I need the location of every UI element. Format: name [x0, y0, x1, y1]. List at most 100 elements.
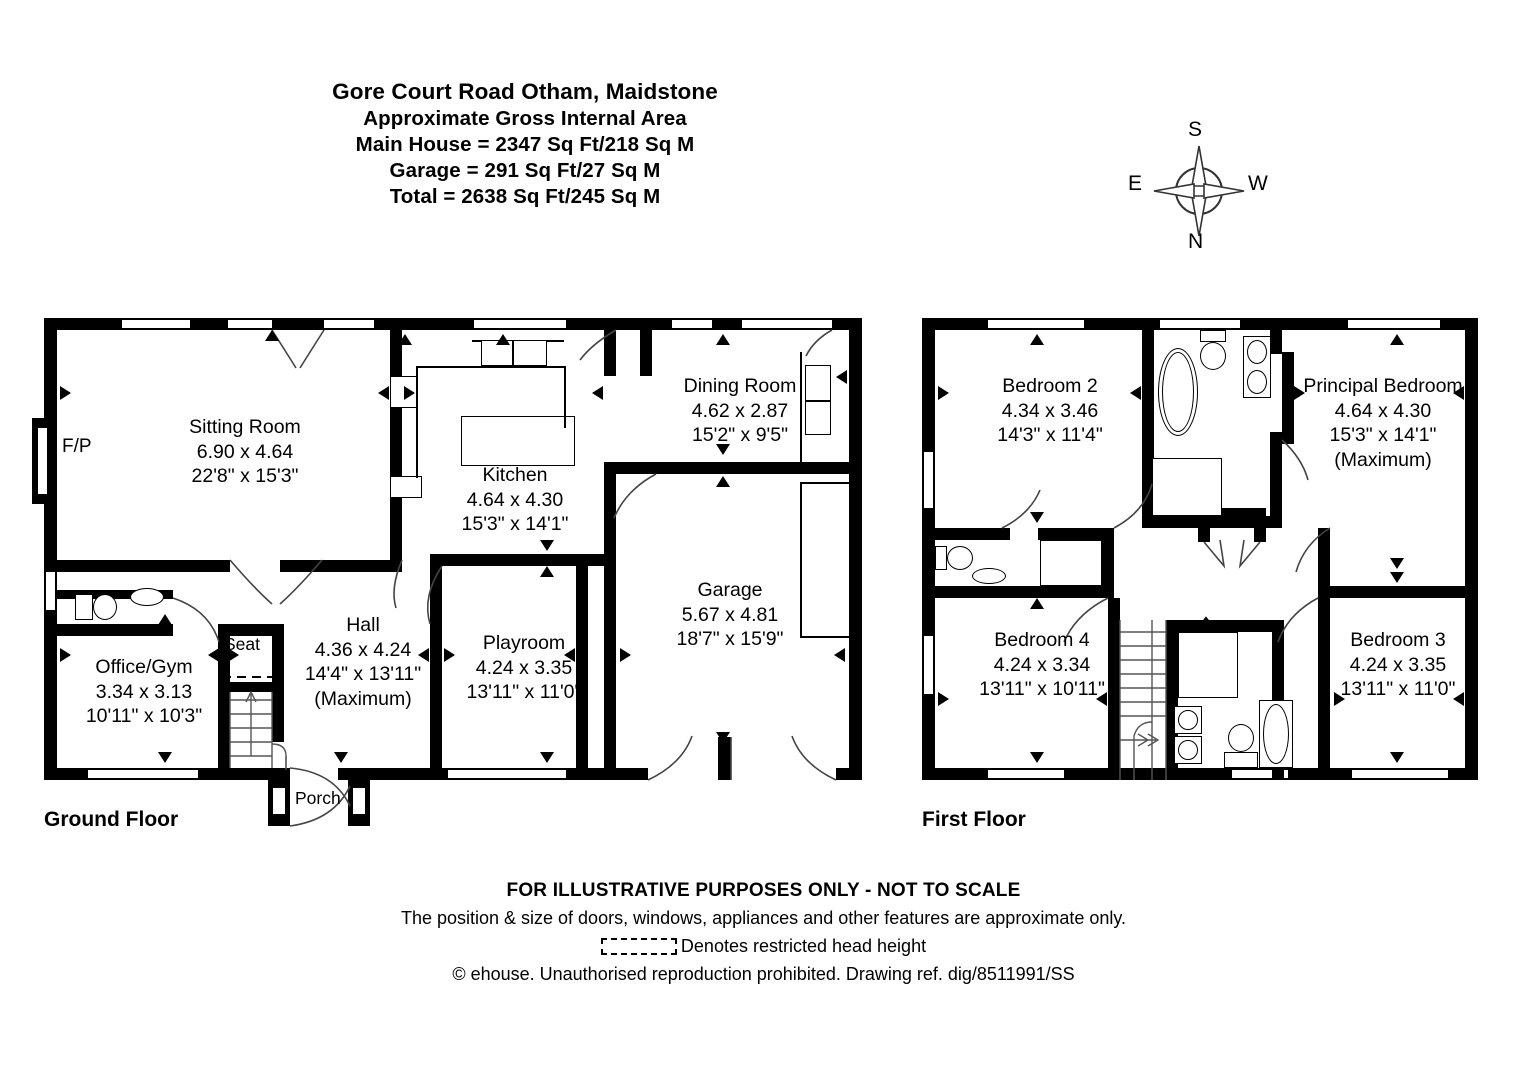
gf-window-sitting-2 [228, 318, 272, 330]
gf-wall-sitting-bottom-right [280, 560, 390, 572]
gf-garage-side-door-frame [800, 482, 802, 638]
gf-tick [620, 648, 631, 662]
room-sitting-room: Sitting Room 6.90 x 4.64 22'8" x 15'3" [189, 416, 301, 487]
ff-ensuite-shower [1040, 540, 1102, 586]
gf-tick [158, 614, 172, 625]
ff-window-bed3 [1352, 768, 1448, 780]
ff-tick [1096, 692, 1107, 706]
gf-wall-playroom-right [576, 554, 588, 770]
gf-wall-dining-bottom [656, 462, 862, 474]
ff-tick [1030, 334, 1044, 345]
ff-tick [1334, 692, 1345, 706]
room-bedroom-2: Bedroom 2 4.34 x 3.46 14'3" x 11'4" [997, 375, 1103, 446]
gf-wall-dining-left [640, 318, 652, 376]
gf-kitchen-island [461, 416, 575, 466]
ff-tick [1453, 692, 1464, 706]
gf-wc-pan [93, 594, 117, 620]
gf-garage-side-door-sill [800, 636, 850, 638]
gf-porch-base-left [268, 812, 290, 826]
header-main-house-area: Main House = 2347 Sq Ft/218 Sq M [355, 133, 695, 156]
ff-wc-cistern [1200, 330, 1226, 342]
ff-bath-tub-inner [1162, 352, 1194, 432]
ff-basin-bowl-1 [1178, 710, 1198, 730]
ff-tick [1030, 752, 1044, 763]
gf-porch-window-right [351, 788, 367, 814]
ff-ensuite-wc-pan [947, 546, 973, 570]
gf-wall-sitting-kitchen [390, 372, 402, 572]
gf-wall-garage-top-stub [604, 462, 656, 474]
footer-copyright: © ehouse. Unauthorised reproduction proh… [452, 964, 1075, 984]
gf-tick [716, 334, 730, 345]
label-fireplace: F/P [62, 436, 92, 457]
gf-tick [540, 752, 554, 763]
plan-header: Gore Court Road Otham, Maidstone Approxi… [0, 78, 1050, 210]
gf-tick [418, 648, 429, 662]
gf-wall-cloakroom-top [57, 590, 173, 599]
gf-garage-door-centre-post [718, 737, 731, 780]
gf-wall-left [44, 318, 57, 780]
ff-wc-pan [1200, 342, 1226, 370]
gf-fireplace-opening [36, 428, 49, 494]
gf-garage-side-door-head [800, 482, 850, 484]
ff-tick [1030, 598, 1044, 609]
gf-tick [834, 648, 845, 662]
gf-cloakroom-basin [130, 588, 164, 606]
ff-window-bed2 [988, 318, 1084, 330]
gf-tick [334, 752, 348, 763]
ff-tick [1390, 334, 1404, 345]
ff-tick [1130, 386, 1141, 400]
ff-wall-left [922, 318, 935, 780]
gf-kitchen-worktop-top [416, 366, 566, 368]
gf-porch-jamb-right [338, 768, 352, 780]
ff-bath-2-inner [1263, 704, 1289, 764]
footer-approx-note: The position & size of doors, windows, a… [400, 908, 1127, 928]
gf-tick [540, 566, 554, 577]
ff-tick [1390, 558, 1404, 569]
compass-label-bottom: N [1188, 230, 1204, 253]
gf-window-sitting-3 [324, 318, 374, 330]
compass-label-left: E [1128, 172, 1143, 195]
gf-wall-cloakroom-bottom [57, 624, 173, 636]
gf-garage-door-jamb-left [622, 768, 648, 780]
gf-window-cloakroom [44, 568, 57, 610]
gf-tick [228, 648, 239, 662]
gf-porch-jamb-left [276, 768, 290, 780]
gf-tick [404, 386, 415, 400]
ff-basin-1 [1247, 340, 1267, 364]
gf-wc-cistern [75, 594, 93, 620]
gf-kitchen-worktop-right [564, 366, 566, 428]
gf-kitchen-worktop-left [416, 366, 418, 478]
gf-tick [158, 752, 172, 763]
first-floor-label: First Floor [922, 808, 1026, 831]
ff-tick [1030, 512, 1044, 523]
gf-tick [564, 648, 575, 662]
gf-window-dining-1 [672, 318, 712, 330]
label-porch: Porch [295, 788, 341, 808]
footer-head-height-row: Denotes restricted head height [0, 932, 1527, 960]
ff-shower-wc-cistern [1224, 752, 1258, 768]
gf-wall-garage-left [604, 462, 616, 770]
gf-tick [592, 386, 603, 400]
ff-airing-cupboard-right [1254, 508, 1266, 542]
gf-tick [378, 386, 389, 400]
ff-wall-bath-principal [1282, 352, 1294, 440]
ff-wall-right [1465, 318, 1478, 780]
gf-tick [496, 334, 510, 345]
ff-wall-ensuite-right [1102, 528, 1114, 598]
gf-kitchen-sink [513, 340, 547, 366]
gf-wall-office-stair [218, 624, 230, 770]
gf-tick [716, 732, 730, 743]
gf-wall-seat-top [218, 624, 284, 636]
gf-kitchen-cupboard [390, 476, 422, 498]
ff-ensuite-wc-cistern [935, 546, 947, 570]
gf-window-office [88, 768, 198, 780]
ff-wall-ensuite-top-right [1038, 528, 1108, 540]
gf-tick [716, 476, 730, 487]
gf-wall-kitchen-bottom [430, 554, 616, 566]
room-garage: Garage 5.67 x 4.81 18'7" x 15'9" [676, 579, 784, 650]
ff-wall-bed3-left [1318, 598, 1330, 780]
ff-wall-principal-left-lower [1318, 528, 1330, 586]
gf-tick [265, 330, 279, 341]
gf-wall-kitchen-dining-upper [604, 318, 616, 376]
